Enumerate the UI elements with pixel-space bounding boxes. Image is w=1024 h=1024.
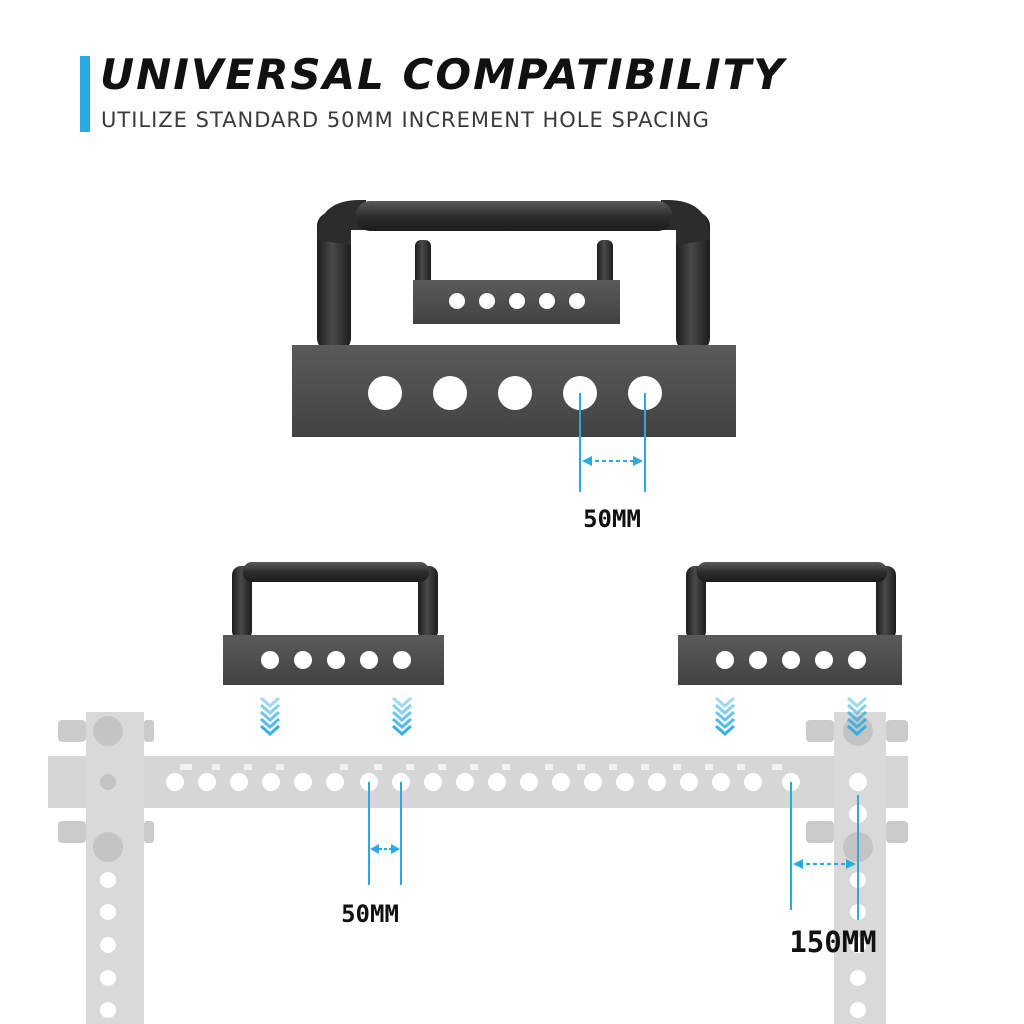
down-arrow-3-icon [715,696,735,737]
rack-bolts-left [58,716,154,862]
small-right-post-right [876,566,896,640]
large-attachment-corner-left [317,200,366,245]
small-left-holes [261,651,411,669]
rack-upright-right-holes [849,773,867,1018]
dimension-label-offset: 150MM [789,925,877,959]
small-left-post-left [232,566,252,640]
rack-upright-left-holes [100,872,116,1018]
large-attachment [292,200,736,437]
down-arrow-4-icon [847,696,867,737]
down-arrow-1-icon [260,696,280,737]
dimension-label-main: 50MM [583,505,641,533]
down-arrow-2-icon [392,696,412,737]
large-attachment-top-bar [356,201,672,231]
down-arrows [260,696,867,737]
large-attachment-inner-holes [449,293,585,309]
small-attachment-left [223,562,444,685]
large-attachment-corner-right [661,200,710,245]
page-title: UNIVERSAL COMPATIBILITY [100,50,786,99]
small-attachment-right [678,562,902,685]
page-subtitle: UTILIZE STANDARD 50MM INCREMENT HOLE SPA… [101,108,710,132]
large-attachment-dimension [579,393,646,492]
small-right-top-bar [697,562,887,582]
small-left-post-right [418,566,438,640]
rack-spacing-dimension [368,782,402,885]
rack [48,712,908,1024]
dimension-label-rack: 50MM [341,900,399,928]
large-attachment-post-right [676,212,710,352]
rack-upright-left [86,712,144,1024]
large-attachment-holes [368,376,662,410]
small-right-holes [716,651,866,669]
small-right-post-left [686,566,706,640]
rack-crossmember-markings [180,764,782,770]
offset-spacing-dimension [790,782,859,920]
small-left-top-bar [243,562,429,582]
large-attachment-post-left [317,212,351,352]
title-accent-bar [80,56,90,132]
